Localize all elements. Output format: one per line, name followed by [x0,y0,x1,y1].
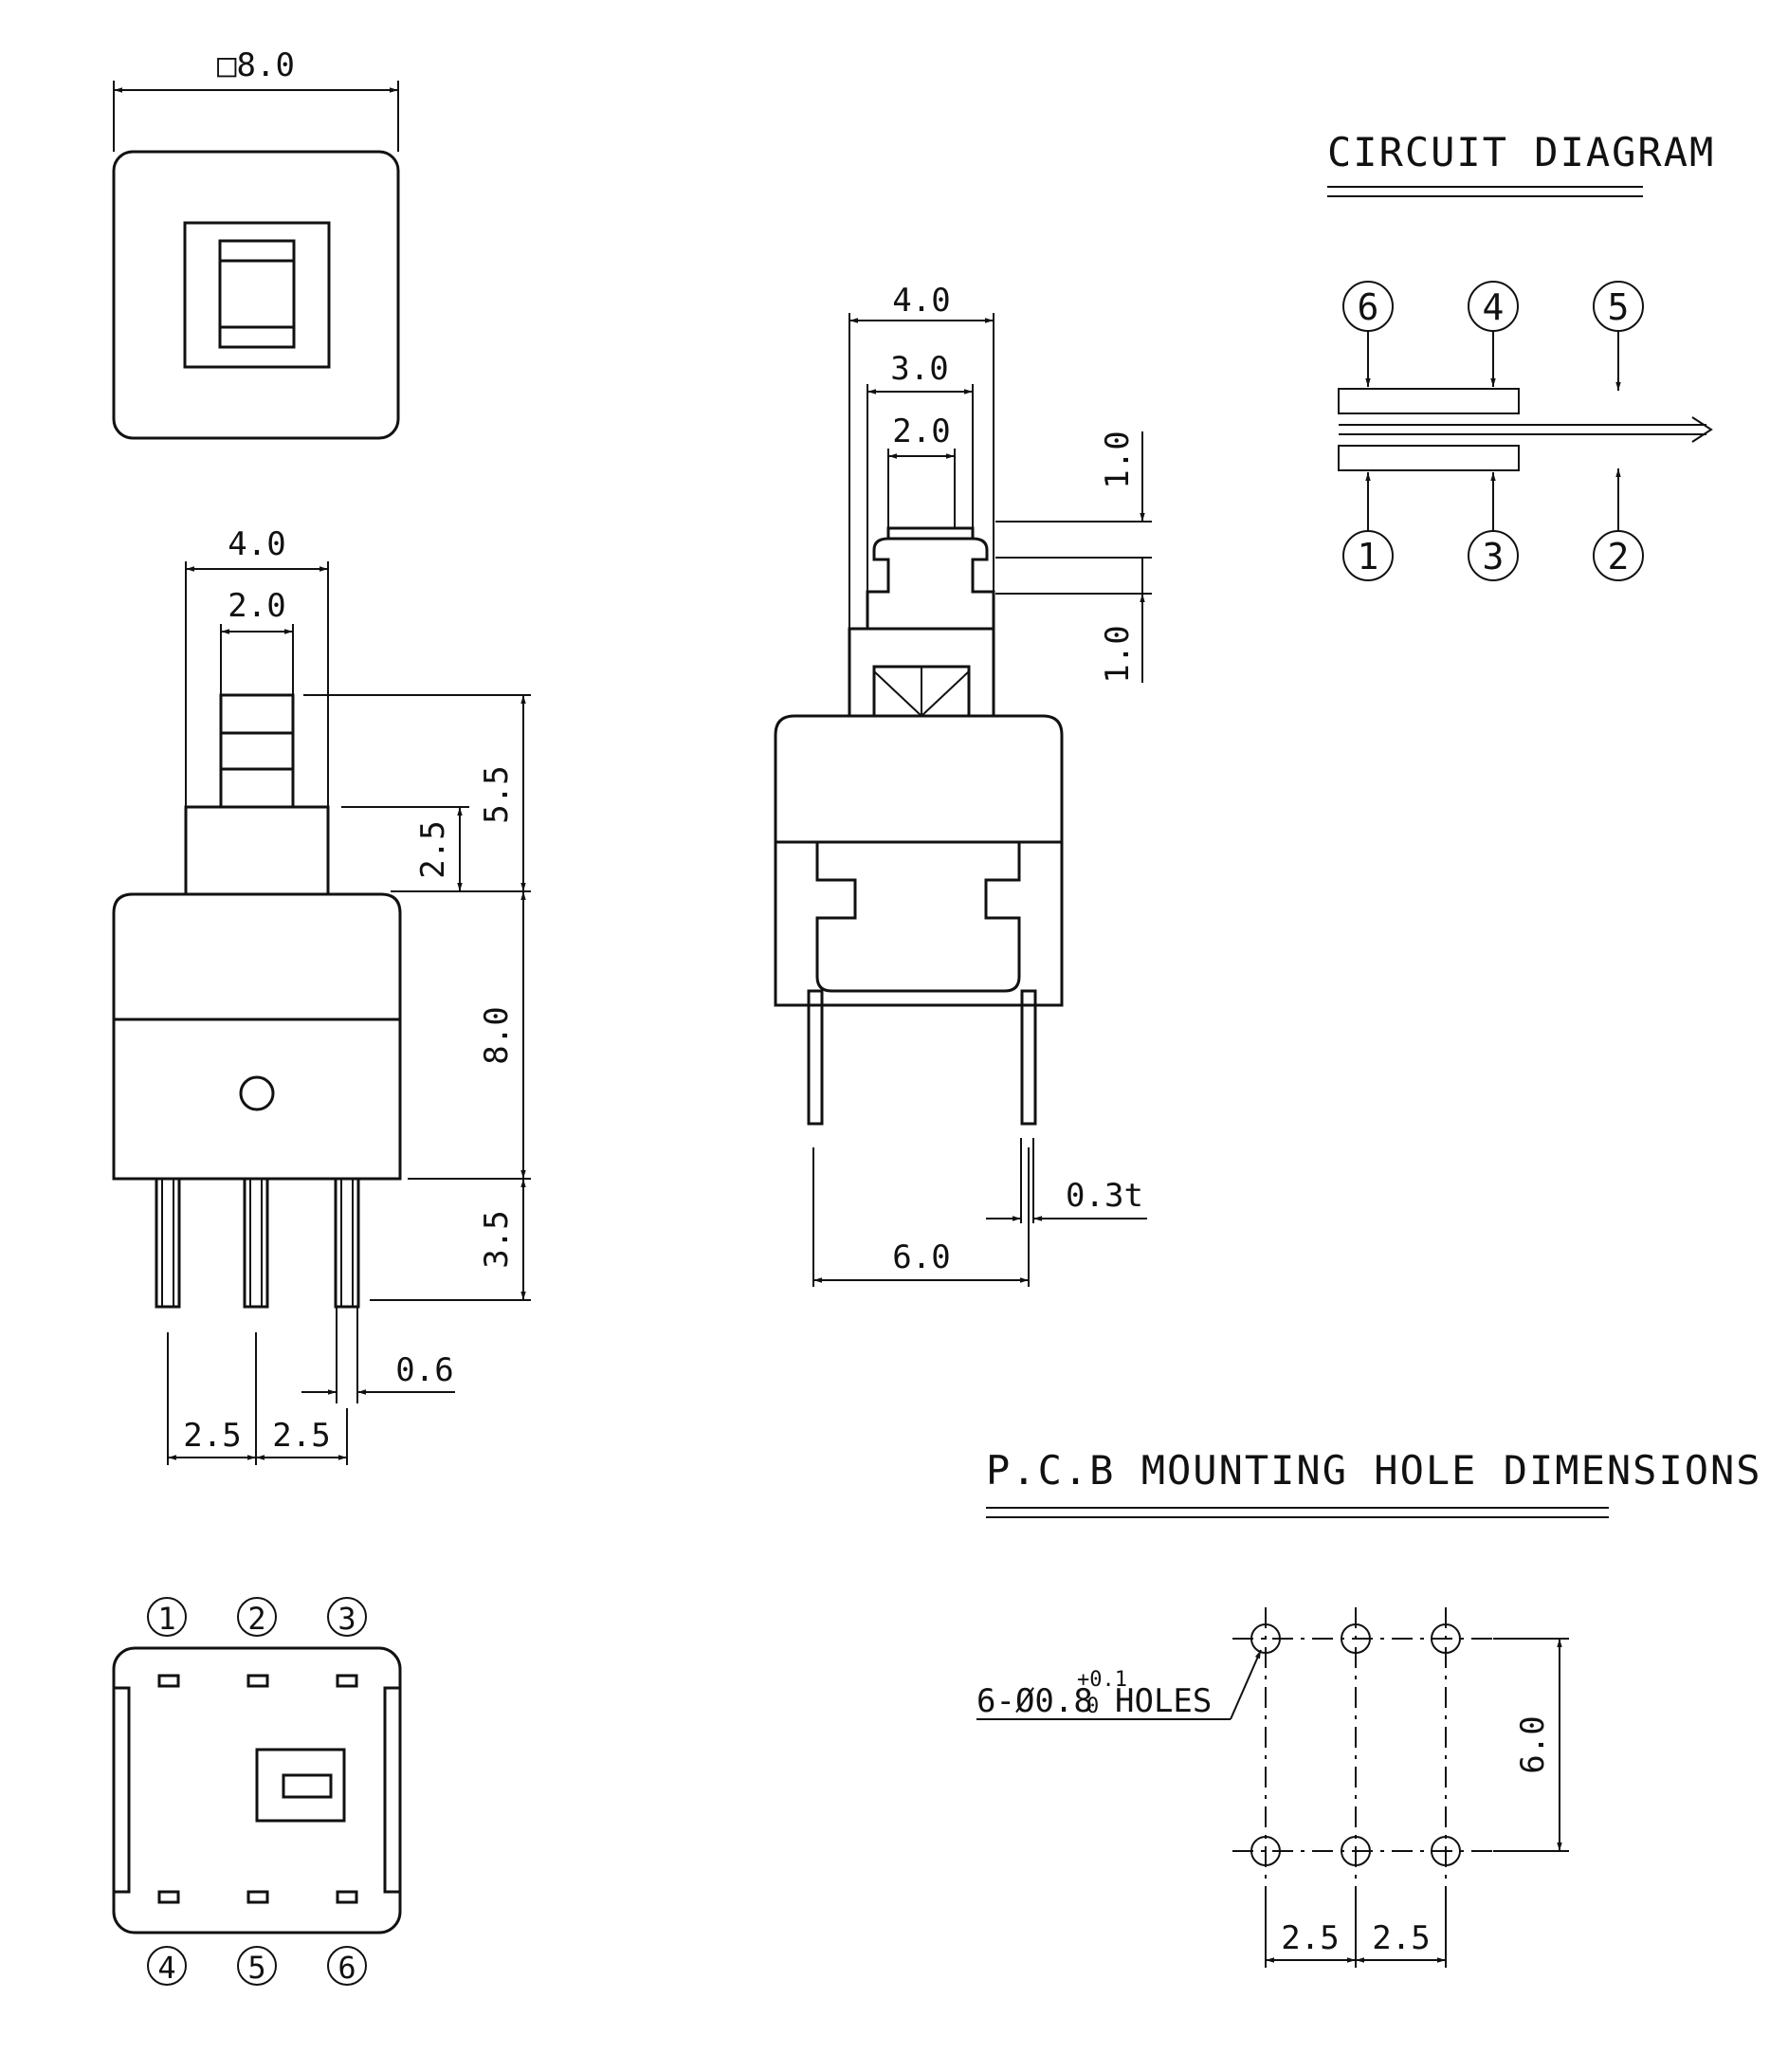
circuit-terminal-6: 6 [1342,281,1394,387]
bottom-view-label-4: 4 [147,1946,187,1986]
bottom-view-pad-1 [157,1674,180,1688]
svg-text:1: 1 [1358,536,1379,578]
circuit-diagram: CIRCUIT DIAGRAM 6 4 5 1 [1327,129,1715,581]
circuit-terminal-2: 2 [1593,468,1644,581]
pcb-hole-5 [1341,1836,1371,1866]
front-view-width-mid: 3.0 [890,350,948,388]
svg-text:6: 6 [1358,286,1379,328]
front-view-width-outer: 4.0 [892,282,950,320]
pcb-hole-tol-upper: +0.1 [1077,1668,1127,1692]
top-view-housing [112,150,400,440]
circuit-terminal-4: 4 [1468,281,1519,387]
circuit-contact-upper [1338,388,1520,414]
pcb-pitch-right: 2.5 [1372,1919,1430,1957]
side-view-stem-tip [219,693,295,809]
side-view: 4.0 2.0 5.5 2.5 8.0 3.5 0.6 2.5 2.5 [112,525,531,1465]
side-view-pin-length: 3.5 [478,1210,516,1268]
bottom-view-pad-4 [157,1890,180,1904]
svg-text:2: 2 [1608,536,1630,578]
svg-text:1: 1 [157,1601,175,1637]
bottom-view-pad-3 [336,1674,358,1688]
side-view-pin-3 [334,1177,360,1309]
front-view-step-bottom: 1.0 [1099,625,1137,683]
side-view-body [112,892,402,1181]
svg-text:3: 3 [1483,536,1505,578]
front-view-pin-left [807,989,824,1126]
bottom-view-pad-6 [336,1890,358,1904]
circuit-contact-lower [1338,445,1520,471]
side-view-stem-base [184,805,330,896]
svg-text:2: 2 [247,1601,265,1637]
side-view-pin-2 [243,1177,269,1309]
side-view-pitch-left: 2.5 [183,1417,241,1455]
circuit-terminal-1: 1 [1342,472,1394,581]
bottom-view-label-2: 2 [237,1597,277,1637]
front-view: 4.0 3.0 2.0 1.0 1.0 0.3t 6.0 [774,282,1152,1287]
front-view-step-top: 1.0 [1099,431,1137,488]
pcb-hole-layout: P.C.B MOUNTING HOLE DIMENSIONS 6-Ø0.8 +0… [976,1447,1762,1968]
pcb-hole-1 [1250,1623,1281,1654]
top-view-size-label: □8.0 [217,46,295,84]
svg-text:3: 3 [338,1601,356,1637]
pcb-hole-tol-lower: 0 [1086,1695,1099,1718]
side-view-pin-1 [155,1177,181,1309]
svg-text:4: 4 [157,1950,175,1986]
side-view-pin-thickness: 0.6 [395,1351,453,1389]
side-view-stem-height: 5.5 [478,765,516,823]
svg-text:4: 4 [1483,286,1505,328]
circuit-actuator-arrow [1691,416,1713,443]
pcb-pitch-left: 2.5 [1281,1919,1339,1957]
bottom-view-label-5: 5 [237,1946,277,1986]
pcb-hole-2 [1341,1623,1371,1654]
svg-text:5: 5 [247,1950,265,1986]
top-view: □8.0 [112,46,400,440]
front-view-stem-tip [866,526,995,631]
bottom-view-label-3: 3 [327,1597,367,1637]
pcb-hole-6 [1431,1836,1461,1866]
side-view-body-height: 8.0 [478,1006,516,1064]
bottom-view-center-window [255,1748,346,1823]
pcb-hole-3 [1431,1623,1461,1654]
front-view-pin-span: 6.0 [892,1238,950,1276]
front-view-pin-thickness: 0.3t [1066,1177,1143,1215]
front-view-width-inner: 2.0 [892,413,950,450]
side-view-pitch-right: 2.5 [272,1417,330,1455]
bottom-view-pad-5 [246,1890,269,1904]
bottom-view-label-1: 1 [147,1597,187,1637]
side-view-stem-width: 4.0 [228,525,285,563]
bottom-view: 1 2 3 4 5 6 [112,1597,402,1986]
pcb-hole-4 [1250,1836,1281,1866]
side-view-stem-inner-width: 2.0 [228,587,285,625]
pcb-row-spacing: 6.0 [1514,1715,1552,1773]
front-view-body [774,714,1064,1007]
top-view-actuator [218,239,296,349]
circuit-terminal-5: 5 [1593,281,1644,391]
svg-text:5: 5 [1608,286,1630,328]
front-view-pin-right [1020,989,1037,1126]
pcb-hole-callout: 6-Ø0.8 [976,1682,1093,1720]
bottom-view-pad-2 [246,1674,269,1688]
circuit-title: CIRCUIT DIAGRAM [1327,129,1715,175]
circuit-terminal-3: 3 [1468,472,1519,581]
bottom-view-label-6: 6 [327,1946,367,1986]
pcb-hole-suffix: HOLES [1115,1682,1212,1720]
svg-text:6: 6 [338,1950,356,1986]
side-view-marker-dot [239,1075,275,1111]
side-view-stem-base-height: 2.5 [414,820,452,878]
top-view-stem-square [183,221,331,369]
pcb-title: P.C.B MOUNTING HOLE DIMENSIONS [986,1447,1762,1494]
